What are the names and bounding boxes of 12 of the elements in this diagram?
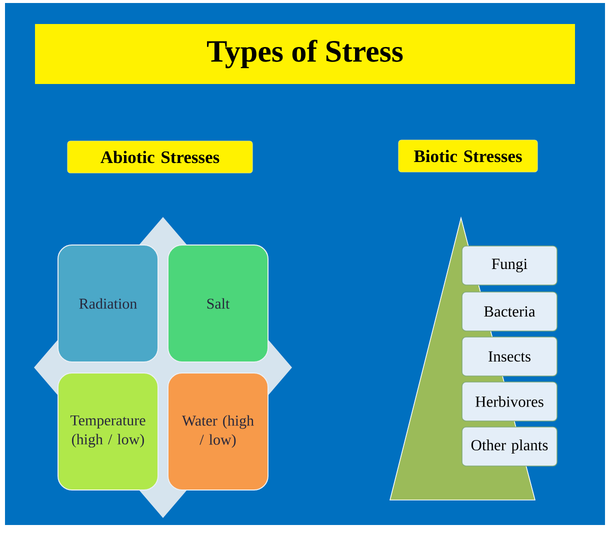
category-box: Temperature (high / low) [58,372,158,490]
list-box: Fungi [462,246,558,286]
category-box: Water (high / low) [168,372,268,490]
list-box: Bacteria [462,292,558,332]
category-box: Radiation [58,244,158,362]
list-box: Herbivores [462,382,558,422]
heading-box: Biotic Stresses [398,140,538,172]
title-banner: Types of Stress [35,24,575,84]
list-box: Other plants [462,426,558,466]
list-box: Insects [462,336,558,376]
category-box: Salt [168,244,268,362]
heading-box: Abiotic Stresses [67,140,253,174]
